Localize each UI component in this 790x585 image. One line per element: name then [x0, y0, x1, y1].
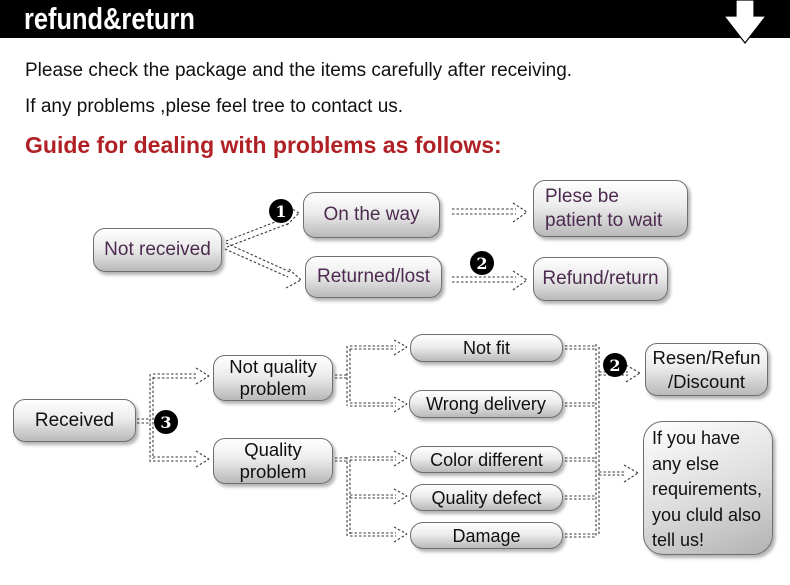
node-not-received: Not received — [93, 228, 222, 272]
node-label: Color different — [430, 449, 543, 470]
node-extra-requirements-note: If you have any else requirements, you c… — [643, 421, 773, 555]
node-label: Received — [34, 409, 115, 431]
badge-number: 3 — [160, 412, 172, 432]
note-line: If you have — [652, 428, 741, 448]
badge-3: 3 — [154, 410, 178, 434]
node-label: Not fit — [462, 338, 510, 358]
node-label: Damage — [452, 525, 521, 546]
node-label: Returned/lost — [316, 266, 430, 287]
node-label-line2: /Discount — [667, 370, 746, 392]
node-label: Quality defect — [431, 487, 542, 508]
node-label-line1: Resen/Refun — [652, 346, 761, 368]
note-line: any else — [652, 453, 720, 474]
note-line: requirements, — [652, 479, 763, 499]
node-label-line1: Not quality — [229, 356, 317, 377]
node-not-quality-problem: Not quality problem — [213, 355, 333, 401]
node-wrong-delivery: Wrong delivery — [409, 390, 563, 418]
intro-line-2: If any problems ,plese feel tree to cont… — [25, 96, 404, 117]
node-refund-return: Refund/return — [533, 257, 668, 301]
badge-1: 1 — [269, 199, 293, 223]
badge-2: 2 — [470, 251, 494, 275]
node-quality-problem: Quality problem — [213, 438, 333, 484]
badge-number: 2 — [609, 355, 621, 375]
badge-number: 1 — [275, 201, 287, 221]
node-resend-refund-discount: Resen/Refun /Discount — [645, 343, 768, 396]
node-quality-defect: Quality defect — [410, 484, 563, 511]
node-color-different: Color different — [410, 446, 563, 473]
node-returned-lost: Returned/lost — [305, 256, 442, 298]
badge-2-second: 2 — [603, 353, 627, 377]
node-on-the-way: On the way — [303, 192, 440, 238]
node-label-line2: problem — [239, 378, 307, 399]
node-label: Not received — [104, 239, 211, 260]
header-banner: refund&return — [0, 0, 790, 38]
banner-title: refund&return — [24, 1, 195, 36]
node-label: Wrong delivery — [426, 394, 546, 414]
section-heading: Guide for dealing with problems as follo… — [25, 132, 502, 158]
node-label-line2: problem — [239, 461, 307, 482]
node-label-line2: patient to wait — [545, 209, 663, 231]
down-arrow-icon — [722, 0, 768, 44]
intro-line-1: Please check the package and the items c… — [25, 60, 573, 81]
note-line: tell us! — [652, 530, 705, 550]
node-label: Refund/return — [542, 268, 659, 289]
badge-number: 2 — [476, 253, 488, 273]
node-label: On the way — [323, 204, 420, 225]
node-label-line1: Plese be — [545, 185, 619, 207]
node-not-fit: Not fit — [410, 334, 563, 362]
node-label-line1: Quality — [244, 439, 302, 460]
note-line: you cluld also — [652, 504, 762, 525]
node-received: Received — [13, 399, 136, 442]
node-patient-wait: Plese be patient to wait — [533, 180, 688, 237]
node-damage: Damage — [410, 522, 563, 549]
